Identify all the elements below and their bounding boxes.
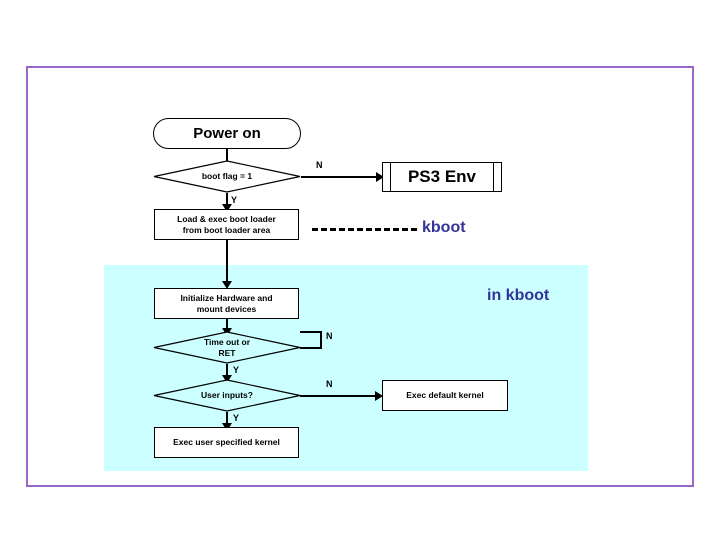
node-initialize-hardware[interactable]: Initialize Hardware and mount devices — [154, 288, 299, 319]
node-ps3-env[interactable]: PS3 Env — [382, 162, 502, 192]
diamond-shape-boot-flag — [153, 160, 301, 193]
edge-timeout-no-vertical — [320, 331, 322, 348]
edge-load-exec-to-initialize — [226, 240, 228, 285]
edge-power-on-to-boot-flag — [226, 149, 228, 165]
ps3-env-left-bar — [390, 163, 391, 191]
diamond-shape-user-inputs — [153, 379, 301, 412]
edge-timeout-to-user-inputs-arrowhead — [222, 375, 232, 383]
ps3-env-right-bar — [493, 163, 494, 191]
edge-user-inputs-to-exec-default-arrowhead — [375, 391, 383, 401]
dashed-connector-kboot — [312, 228, 417, 231]
node-boot-flag[interactable]: boot flag = 1 — [153, 160, 301, 193]
label-in-kboot: in kboot — [487, 287, 550, 304]
label-kboot: kboot — [422, 219, 466, 236]
edge-boot-flag-to-ps3-env — [301, 176, 380, 178]
edge-boot-flag-to-load-exec-arrowhead — [222, 204, 232, 212]
edge-initialize-to-timeout — [226, 319, 228, 331]
edge-user-inputs-to-exec-user — [226, 412, 228, 425]
node-ps3-env-label: PS3 Env — [407, 167, 477, 187]
edge-label-timeout-no: N — [326, 331, 333, 341]
edge-label-timeout-yes: Y — [233, 365, 240, 375]
node-exec-default-kernel[interactable]: Exec default kernel — [382, 380, 508, 411]
edge-label-boot-flag-yes: Y — [231, 195, 238, 205]
edge-boot-flag-to-load-exec — [226, 193, 228, 206]
edge-timeout-no-horizontal — [300, 347, 322, 349]
diamond-shape-time-out — [153, 331, 301, 364]
edge-timeout-no-return — [300, 331, 321, 333]
node-initialize-hardware-label: Initialize Hardware and mount devices — [180, 292, 273, 314]
node-time-out-or-ret[interactable]: Time out or RET — [153, 331, 301, 364]
node-exec-user-specified-kernel-label: Exec user specified kernel — [173, 437, 280, 448]
edge-user-inputs-to-exec-default — [300, 395, 378, 397]
node-power-on[interactable]: Power on — [153, 118, 301, 149]
node-user-inputs[interactable]: User inputs? — [153, 379, 301, 412]
node-exec-default-kernel-label: Exec default kernel — [406, 390, 484, 401]
node-load-exec-boot-loader[interactable]: Load & exec boot loader from boot loader… — [154, 209, 299, 240]
edge-label-boot-flag-no: N — [316, 160, 323, 170]
node-load-exec-boot-loader-label: Load & exec boot loader from boot loader… — [177, 213, 276, 235]
edge-load-exec-to-initialize-arrowhead — [222, 281, 232, 289]
edge-label-user-inputs-yes: Y — [233, 413, 240, 423]
edge-timeout-to-user-inputs — [226, 364, 228, 377]
node-power-on-label: Power on — [193, 125, 261, 142]
edge-boot-flag-to-ps3-env-arrowhead — [376, 172, 384, 182]
node-exec-user-specified-kernel[interactable]: Exec user specified kernel — [154, 427, 299, 458]
edge-label-user-inputs-no: N — [326, 379, 333, 389]
